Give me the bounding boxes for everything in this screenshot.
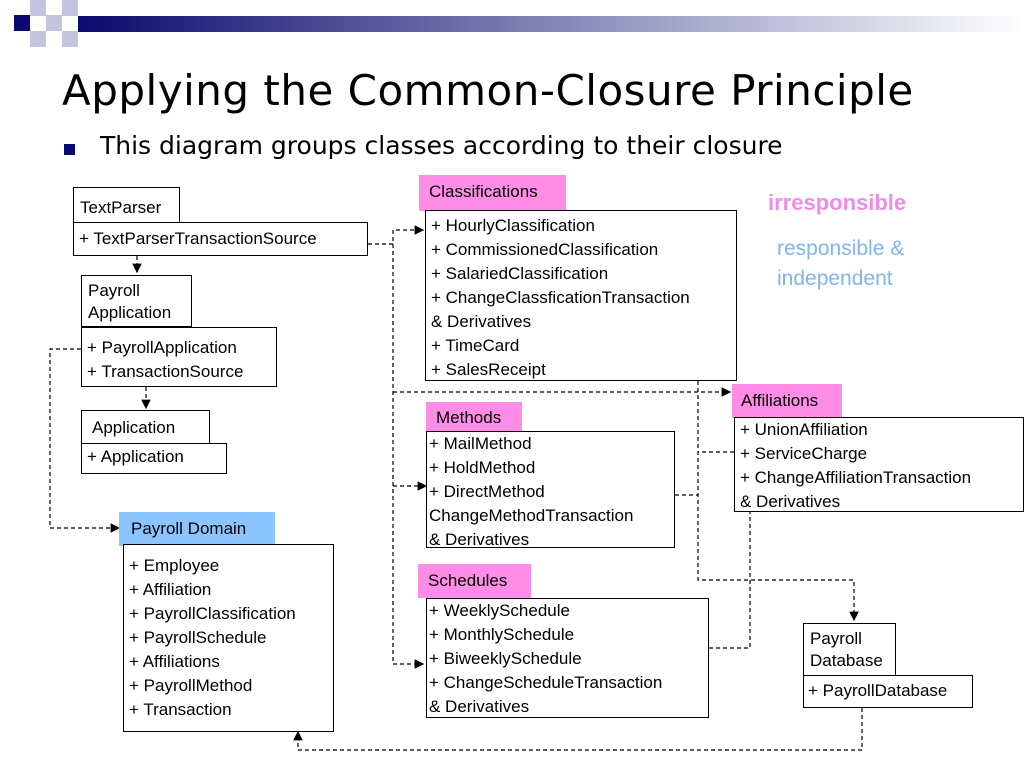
schedules-box: + WeeklySchedule + MonthlySchedule + Biw… <box>426 598 709 718</box>
payroll-database-item: + PayrollDatabase <box>808 681 948 700</box>
payroll-domain-item: + Affiliations <box>129 652 220 671</box>
classifications-tab: Classifications <box>419 175 566 211</box>
affiliations-item: + ServiceCharge <box>740 444 868 463</box>
methods-box: + MailMethod + HoldMethod + DirectMethod… <box>426 431 675 549</box>
payroll-domain-item: + Affiliation <box>129 580 212 599</box>
schedules-tab: Schedules <box>418 564 531 598</box>
classifications-item: + SalesReceipt <box>431 360 546 379</box>
methods-item: + DirectMethod <box>429 482 545 501</box>
payroll-domain-tab: Payroll Domain <box>119 512 275 546</box>
payroll-database-name-line: Database <box>810 651 883 670</box>
classifications-item: & Derivatives <box>431 312 532 331</box>
classifications-item: + HourlyClassification <box>431 216 595 235</box>
payroll-domain-item: + PayrollMethod <box>129 676 253 695</box>
methods-item: ChangeMethodTransaction <box>429 506 634 525</box>
bullet-text: This diagram groups classes according to… <box>100 131 783 160</box>
schedules-item: + ChangeScheduleTransaction <box>429 673 663 692</box>
textparser-item: + TextParserTransactionSource <box>79 229 317 248</box>
payroll-domain-item: + PayrollClassification <box>129 604 296 623</box>
payroll-database-tab: Payroll Database <box>803 623 896 677</box>
header-decoration <box>14 0 1024 47</box>
payroll-domain-box: + Employee + Affiliation + PayrollClassi… <box>123 544 334 732</box>
classifications-name: Classifications <box>429 182 538 201</box>
payroll-database-name-line: Payroll <box>810 629 862 648</box>
arrow-payroll-application-to-domain <box>49 348 121 533</box>
payroll-domain-name: Payroll Domain <box>131 519 247 538</box>
arrow-classifications-to-database <box>697 381 859 622</box>
payroll-database-box: + PayrollDatabase <box>803 675 973 708</box>
classifications-item: + CommissionedClassification <box>431 240 659 259</box>
arrow-database-to-domain <box>293 708 863 751</box>
payroll-application-item: + PayrollApplication <box>87 338 237 357</box>
arrow-textparser-to-classifications <box>368 225 425 245</box>
payroll-domain-item: + PayrollSchedule <box>129 628 267 647</box>
schedules-item: + WeeklySchedule <box>429 601 570 620</box>
affiliations-item: + ChangeAffiliationTransaction <box>740 468 972 487</box>
methods-name: Methods <box>436 408 502 427</box>
methods-item: + HoldMethod <box>429 458 536 477</box>
payroll-application-item: + TransactionSource <box>87 362 244 381</box>
affiliations-tab: Affiliations <box>732 384 842 418</box>
classifications-item: + TimeCard <box>431 336 520 355</box>
textparser-tab: TextParser <box>73 187 180 223</box>
payroll-domain-item: + Employee <box>129 556 220 575</box>
schedules-item: & Derivatives <box>429 697 530 716</box>
affiliations-name: Affiliations <box>741 391 819 410</box>
methods-item: + MailMethod <box>429 434 532 453</box>
payroll-application-name-line: Application <box>88 303 172 322</box>
trunk-line <box>392 244 425 669</box>
link-schedules-to-affiliations <box>709 512 751 649</box>
textparser-name: TextParser <box>80 198 162 217</box>
schedules-item: + BiweeklySchedule <box>429 649 582 668</box>
page-title: Applying the Common-Closure Principle <box>62 66 914 115</box>
application-tab: Application <box>81 410 210 444</box>
affiliations-item: & Derivatives <box>740 492 841 511</box>
legend-irresponsible: irresponsible <box>768 190 907 215</box>
application-name: Application <box>92 418 176 437</box>
methods-tab: Methods <box>426 402 522 434</box>
affiliations-box: + UnionAffiliation + ServiceCharge + Cha… <box>734 417 1024 512</box>
classifications-item: + ChangeClassficationTransaction <box>431 288 690 307</box>
methods-item: & Derivatives <box>429 530 530 549</box>
classifications-item: + SalariedClassification <box>431 264 609 283</box>
schedules-name: Schedules <box>428 571 508 590</box>
payroll-application-name-line: Payroll <box>88 281 140 300</box>
textparser-box: + TextParserTransactionSource <box>73 222 368 256</box>
legend-responsible: responsible & independent <box>777 237 905 290</box>
payroll-application-box: + PayrollApplication + TransactionSource <box>81 327 277 387</box>
payroll-domain-item: + Transaction <box>129 700 232 719</box>
classifications-box: + HourlyClassification + CommissionedCla… <box>425 210 737 381</box>
schedules-item: + MonthlySchedule <box>429 625 575 644</box>
bullet-marker <box>64 144 75 155</box>
affiliations-item: + UnionAffiliation <box>740 420 868 439</box>
application-item: + Application <box>87 447 184 466</box>
payroll-application-tab: Payroll Application <box>81 275 192 327</box>
application-box: + Application <box>81 443 227 474</box>
